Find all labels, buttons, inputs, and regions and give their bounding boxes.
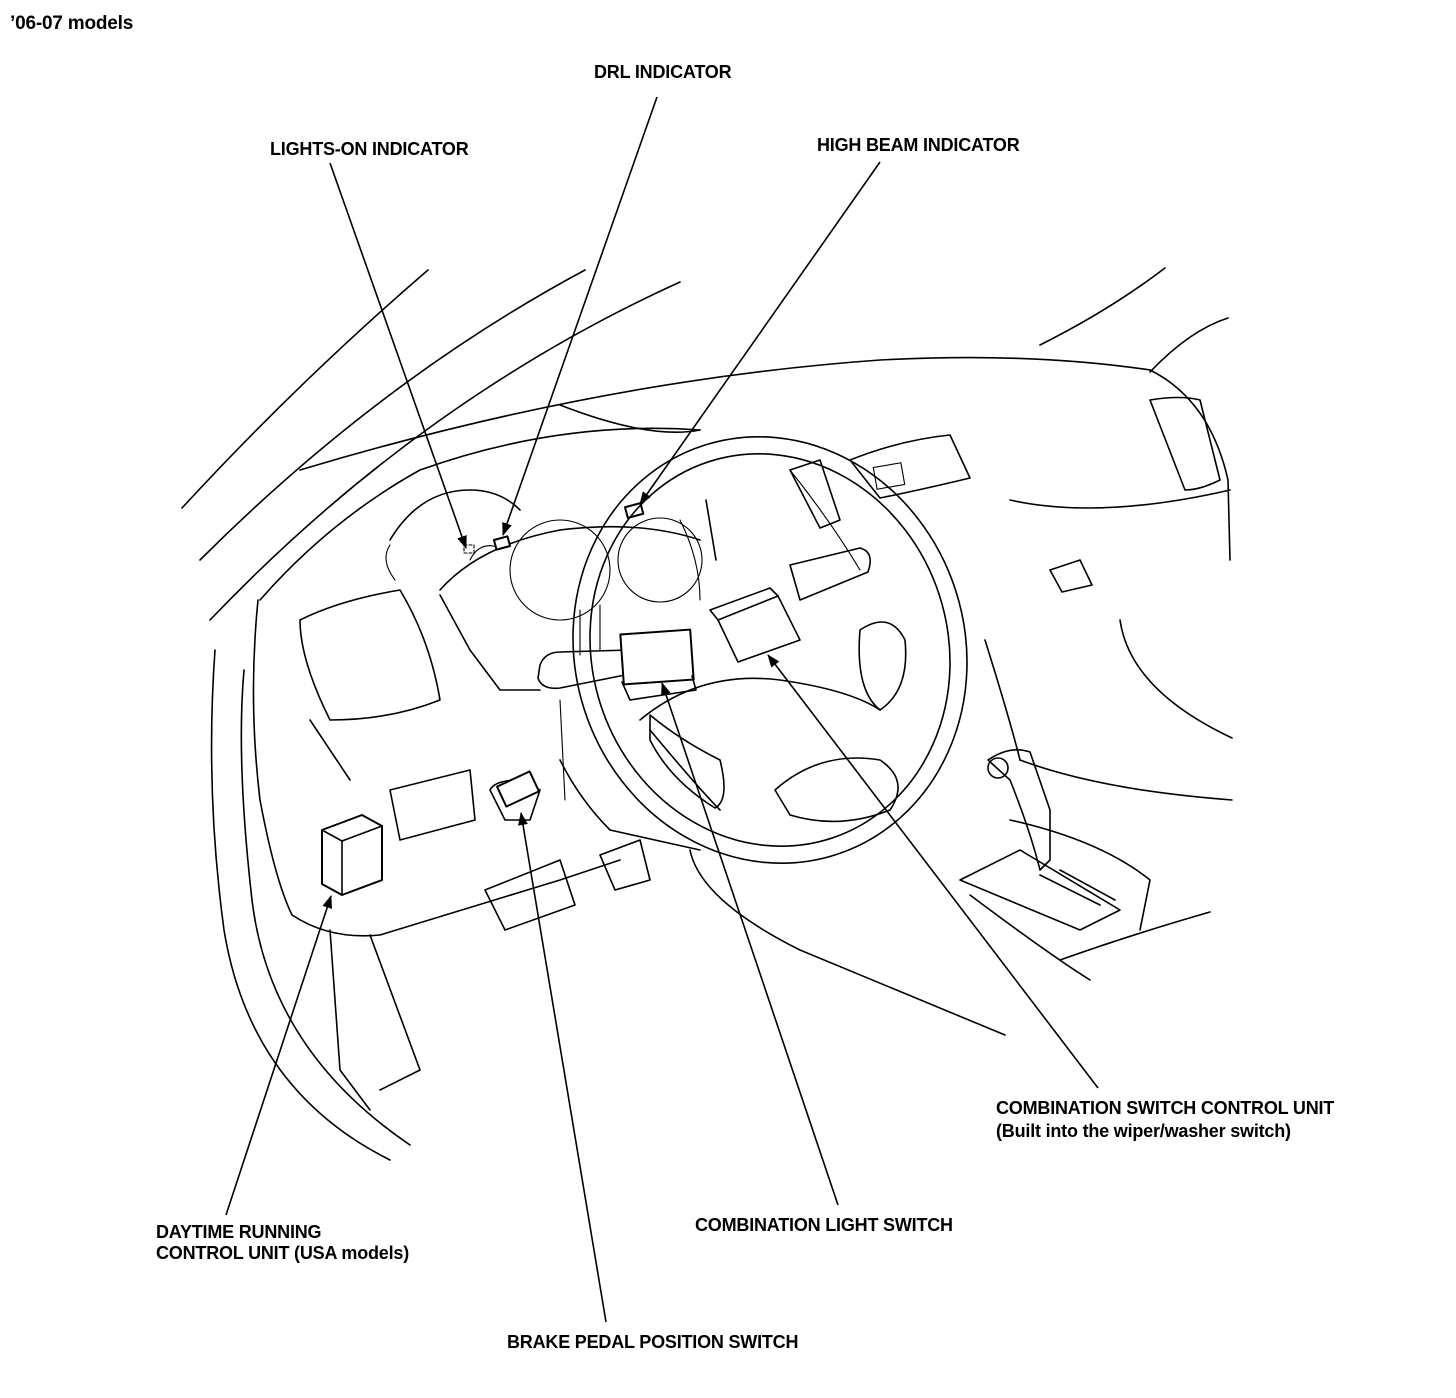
daytime-running-control-unit bbox=[321, 814, 383, 896]
leader-combination-light-switch bbox=[661, 682, 839, 1206]
steering-wheel bbox=[572, 436, 968, 864]
a-pillar-outline bbox=[181, 269, 681, 1161]
right-dash-details bbox=[789, 396, 1221, 593]
leader-lines bbox=[225, 96, 1099, 1323]
combination-switch-control-unit-label: COMBINATION SWITCH CONTROL UNIT bbox=[996, 1098, 1335, 1118]
lower-dash-pedals bbox=[299, 589, 1006, 1111]
daytime-running-control-unit-label-line1: DAYTIME RUNNING bbox=[156, 1222, 322, 1242]
combination-light-switch-label: COMBINATION LIGHT SWITCH bbox=[695, 1215, 953, 1235]
lights-on-indicator-lamp bbox=[463, 544, 475, 554]
lights-on-indicator-label: LIGHTS-ON INDICATOR bbox=[270, 139, 469, 159]
combination-switch-control-unit-note: (Built into the wiper/washer switch) bbox=[996, 1121, 1291, 1141]
leader-high-beam bbox=[639, 161, 881, 505]
brake-pedal-position-switch-body bbox=[496, 770, 540, 808]
wiper-washer-switch-body bbox=[717, 595, 801, 663]
drl-indicator-lamp bbox=[492, 535, 512, 551]
high-beam-indicator-label: HIGH BEAM INDICATOR bbox=[817, 135, 1020, 155]
leader-daytime-running-control-unit bbox=[225, 895, 332, 1216]
leader-brake-pedal-position-switch bbox=[518, 812, 607, 1323]
combination-light-switch-body bbox=[619, 628, 695, 686]
model-heading: ’06-07 models bbox=[10, 13, 134, 34]
combination-switch-stalks bbox=[537, 547, 871, 701]
leader-combination-switch-control-unit bbox=[767, 654, 1099, 1089]
shift-lever-console bbox=[959, 749, 1151, 931]
leader-drl bbox=[502, 96, 658, 536]
drl-indicator-label: DRL INDICATOR bbox=[594, 62, 732, 82]
instrument-cluster bbox=[385, 489, 717, 691]
daytime-running-control-unit-label-line2: CONTROL UNIT (USA models) bbox=[156, 1243, 410, 1263]
brake-pedal-position-switch-label: BRAKE PEDAL POSITION SWITCH bbox=[507, 1332, 799, 1352]
dashboard-outline bbox=[252, 267, 1233, 981]
leader-lights-on bbox=[329, 162, 467, 549]
